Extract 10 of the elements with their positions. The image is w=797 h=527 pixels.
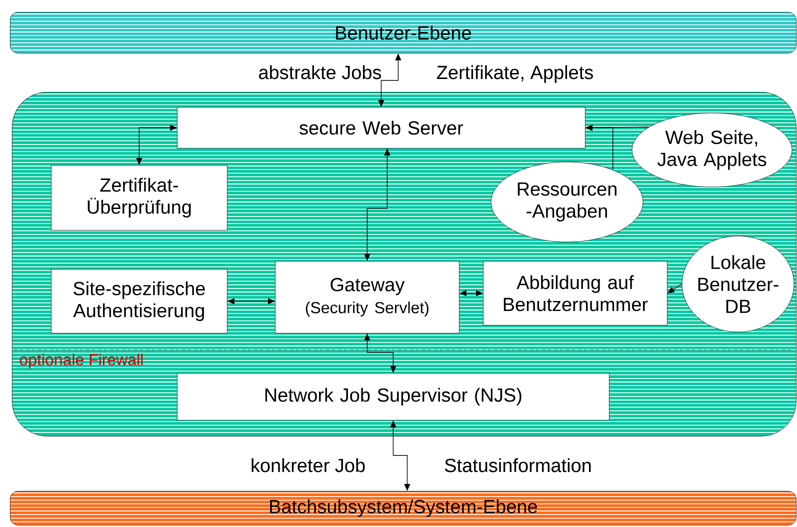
flow-label: Statusinformation <box>444 458 591 472</box>
process-box: secure Web Server <box>177 107 586 148</box>
flow-label: abstrakte Jobs <box>259 65 382 80</box>
process-box: Site-spezifische Authentisierung <box>51 269 228 334</box>
process-box: Abbildung auf Benutzernummer <box>483 261 668 326</box>
process-box: Network Job Supervisor (NJS) <box>177 373 610 420</box>
flow-label: konkreter Job <box>252 458 365 472</box>
process-box: Zertifikat-Überprüfung <box>51 165 228 230</box>
process-box: Gateway (Security Servlet) <box>275 261 460 334</box>
flow-label: Zertifikate, Applets <box>436 65 593 83</box>
